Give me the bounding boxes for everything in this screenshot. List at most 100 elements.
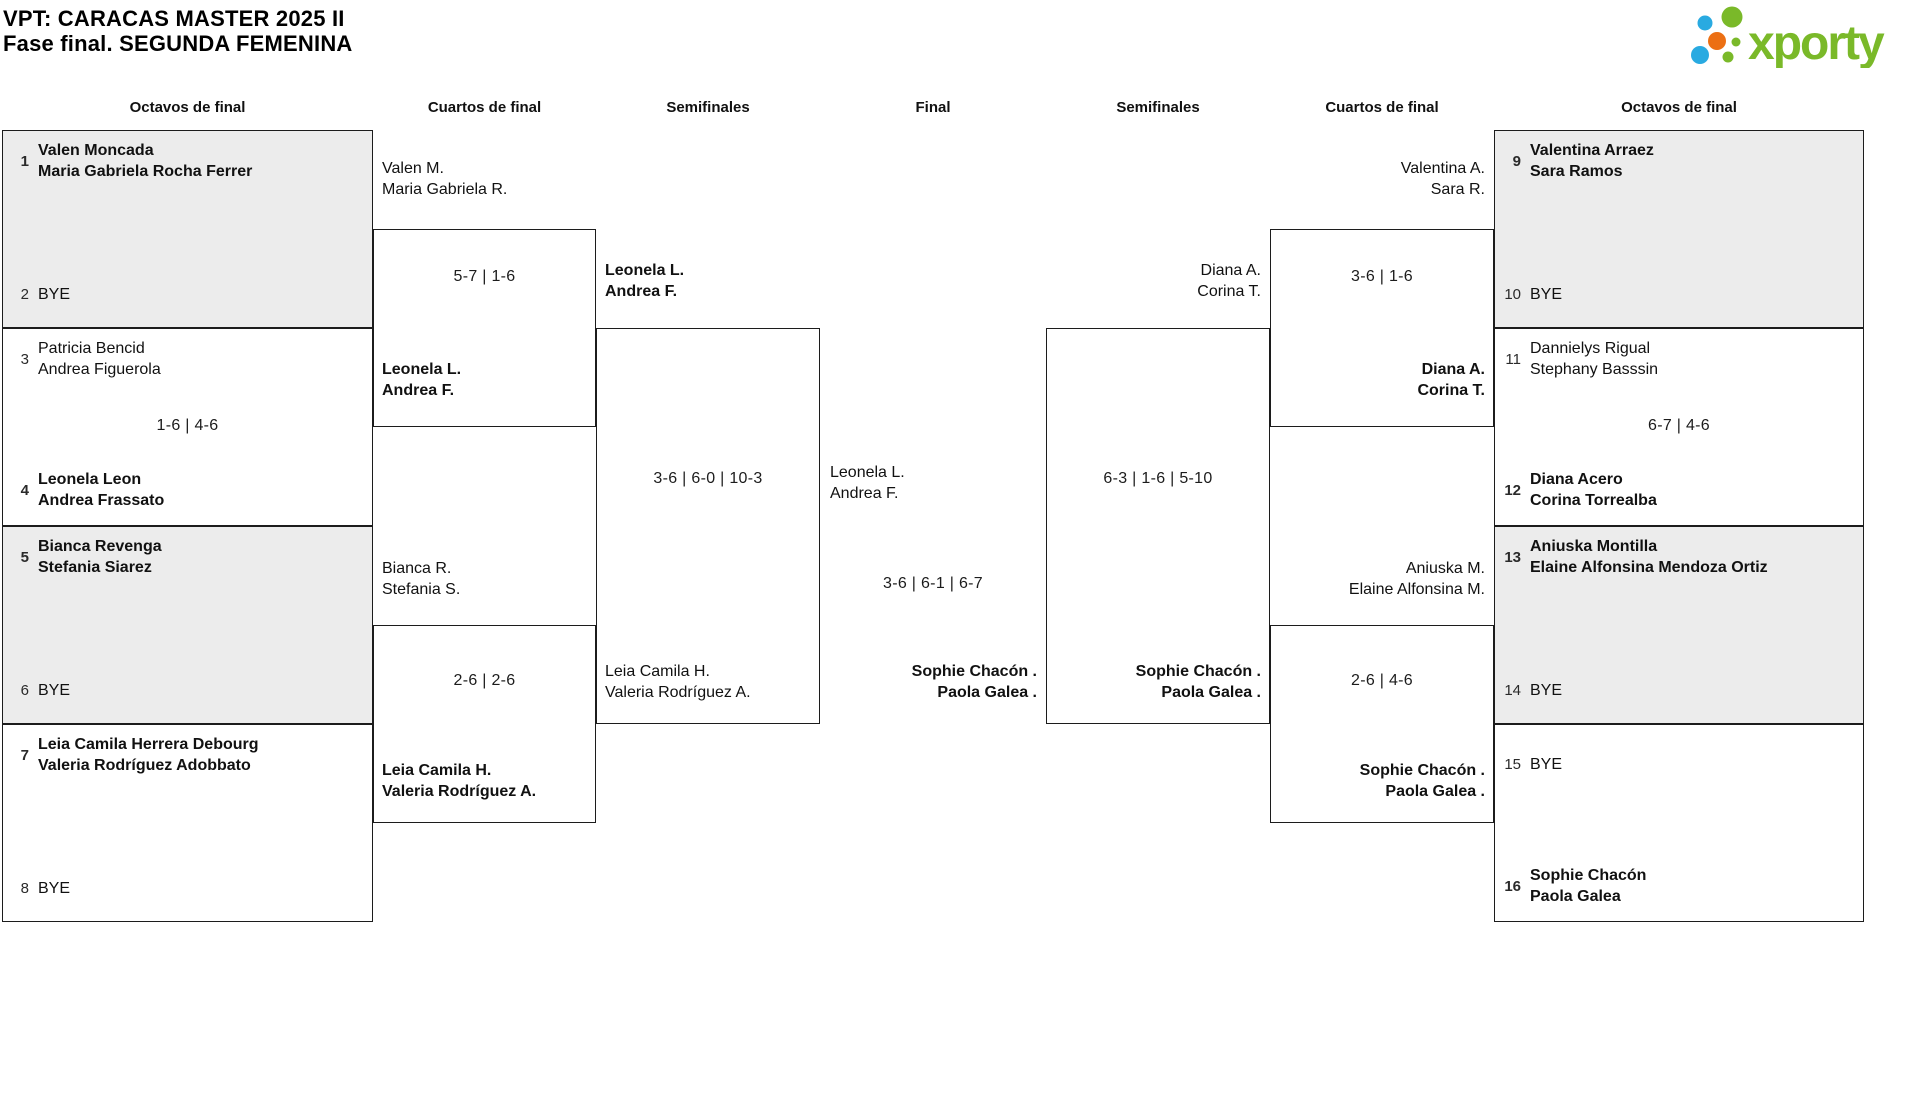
match-score: 2-6 | 4-6 (1351, 672, 1413, 689)
logo-dot (1697, 15, 1713, 31)
bracket-slot-16[interactable]: 16 Sophie Chacón Paola Galea (1500, 865, 1855, 907)
seed-number: 16 (1504, 877, 1521, 895)
round-header-final: Final (915, 99, 951, 116)
match-box-octavos-7-8: 7 Leia Camila Herrera Debourg Valeria Ro… (2, 724, 373, 922)
bracket-slot-11[interactable]: 11 Dannielys Rigual Stephany Basssin (1500, 338, 1855, 380)
bracket-subtitle: Fase final. SEGUNDA FEMENINA (3, 31, 353, 56)
match-score: 6-3 | 1-6 | 5-10 (1103, 470, 1213, 487)
team-names: Diana Acero Corina Torrealba (1530, 471, 1657, 509)
seed-number: 13 (1504, 548, 1521, 566)
match-score: 3-6 | 1-6 (1351, 268, 1413, 285)
match-score: 2-6 | 2-6 (453, 672, 516, 689)
team-names: Patricia Bencid Andrea Figuerola (38, 340, 161, 378)
team-label-qf2-team1[interactable]: Bianca R. Stefania S. (382, 560, 461, 598)
team-names: Aniuska Montilla Elaine Alfonsina Mendoz… (1530, 538, 1768, 576)
match-box-cuartos-left-bottom (373, 625, 596, 823)
match-score: 1-6 | 4-6 (156, 417, 219, 434)
team-label-qf2-winner[interactable]: Leia Camila H. Valeria Rodríguez A. (382, 762, 537, 800)
bracket-slot-14[interactable]: 14 BYE (1500, 680, 1855, 701)
seed-number: 1 (20, 152, 29, 170)
match-box-octavos-5-6: 5 Bianca Revenga Stefania Siarez 6 BYE (2, 526, 373, 724)
match-score: 3-6 | 6-0 | 10-3 (653, 470, 763, 487)
logo-dot (1731, 37, 1741, 47)
bracket-slot-7[interactable]: 7 Leia Camila Herrera Debourg Valeria Ro… (8, 734, 364, 776)
round-header-semis-left: Semifinales (666, 99, 750, 116)
seed-number: 15 (1504, 756, 1521, 773)
team-label-qf3-team1[interactable]: Valentina A. Sara R. (1400, 160, 1485, 198)
seed-number: 10 (1504, 286, 1521, 303)
seed-number: 9 (1512, 152, 1521, 170)
team-label-final-team1[interactable]: Leonela L. Andrea F. (830, 464, 905, 502)
round-header-octavos-right: Octavos de final (1621, 99, 1737, 116)
bracket-slot-10[interactable]: 10 BYE (1500, 284, 1855, 305)
bye-label: BYE (1530, 756, 1563, 773)
match-box-octavos-13-14: 13 Aniuska Montilla Elaine Alfonsina Men… (1494, 526, 1864, 724)
team-label-sfl-team2[interactable]: Leia Camila H. Valeria Rodríguez A. (605, 663, 751, 701)
seed-number: 14 (1504, 682, 1521, 699)
seed-number: 3 (20, 350, 29, 368)
round-header-octavos-left: Octavos de final (129, 99, 246, 116)
logo-text: xporty (1748, 17, 1885, 68)
team-label-sfl-team1[interactable]: Leonela L. Andrea F. (605, 262, 685, 300)
bracket-slot-9[interactable]: 9 Valentina Arraez Sara Ramos (1500, 140, 1855, 182)
bracket-slot-2[interactable]: 2 BYE (8, 284, 364, 305)
match-box-semifinal-left (596, 328, 820, 724)
team-label-final-winner[interactable]: Sophie Chacón . Paola Galea . (911, 663, 1037, 701)
logo-dot (1708, 32, 1726, 50)
seed-number: 12 (1504, 481, 1521, 499)
bye-label: BYE (1530, 682, 1563, 699)
team-label-sfr-team2[interactable]: Sophie Chacón . Paola Galea . (1135, 663, 1261, 701)
bracket-slot-6[interactable]: 6 BYE (8, 680, 364, 701)
round-header-semis-right: Semifinales (1116, 99, 1200, 116)
team-label-qf1-team1[interactable]: Valen M. Maria Gabriela R. (382, 160, 508, 198)
logo-dot (1721, 6, 1743, 28)
seed-number: 4 (20, 481, 29, 499)
seed-number: 6 (20, 682, 29, 699)
match-box-cuartos-left-top (373, 229, 596, 427)
team-label-sfr-team1[interactable]: Diana A. Corina T. (1197, 262, 1261, 300)
seed-number: 7 (20, 746, 29, 764)
round-header-cuartos-left: Cuartos de final (427, 99, 542, 116)
team-label-qf3-winner[interactable]: Diana A. Corina T. (1417, 361, 1485, 399)
match-score-final: 3-6 | 6-1 | 6-7 (883, 575, 983, 592)
seed-number: 8 (20, 880, 29, 897)
team-label-qf4-team1[interactable]: Aniuska M. Elaine Alfonsina M. (1348, 560, 1485, 598)
match-score: 6-7 | 4-6 (1648, 417, 1710, 434)
bracket-slot-15[interactable]: 15 BYE (1500, 754, 1855, 775)
tournament-title: VPT: CARACAS MASTER 2025 II (3, 6, 345, 31)
bracket-slot-8[interactable]: 8 BYE (8, 878, 364, 899)
match-box-octavos-9-10: 9 Valentina Arraez Sara Ramos 10 BYE (1494, 130, 1864, 328)
match-box-octavos-15-16: 15 BYE 16 Sophie Chacón Paola Galea (1494, 724, 1864, 922)
team-names: Leia Camila Herrera Debourg Valeria Rodr… (38, 736, 259, 774)
match-box-octavos-11-12: 11 Dannielys Rigual Stephany Basssin 12 … (1494, 328, 1864, 526)
bracket-slot-5[interactable]: 5 Bianca Revenga Stefania Siarez (8, 536, 364, 578)
bracket-slot-1[interactable]: 1 Valen Moncada Maria Gabriela Rocha Fer… (8, 140, 364, 182)
round-header-cuartos-right: Cuartos de final (1325, 99, 1439, 116)
bracket-slot-4[interactable]: 4 Leonela Leon Andrea Frassato (8, 469, 364, 511)
team-label-qf4-winner[interactable]: Sophie Chacón . Paola Galea . (1359, 762, 1485, 800)
match-score: 5-7 | 1-6 (453, 268, 516, 285)
xporty-logo[interactable]: xporty (1684, 4, 1914, 68)
bye-label: BYE (38, 286, 71, 303)
match-box-cuartos-right-top (1270, 229, 1494, 427)
match-box-semifinal-right (1046, 328, 1270, 724)
seed-number: 2 (20, 286, 29, 303)
bracket-slot-13[interactable]: 13 Aniuska Montilla Elaine Alfonsina Men… (1500, 536, 1855, 578)
bracket-slot-12[interactable]: 12 Diana Acero Corina Torrealba (1500, 469, 1855, 511)
bye-label: BYE (38, 682, 71, 699)
bye-label: BYE (38, 880, 71, 897)
bracket-slot-3[interactable]: 3 Patricia Bencid Andrea Figuerola (8, 338, 364, 380)
match-box-cuartos-right-bottom (1270, 625, 1494, 823)
team-names: Bianca Revenga Stefania Siarez (38, 538, 162, 576)
bye-label: BYE (1530, 286, 1563, 303)
team-names: Valen Moncada Maria Gabriela Rocha Ferre… (38, 142, 253, 180)
team-label-qf1-winner[interactable]: Leonela L. Andrea F. (382, 361, 462, 399)
match-box-octavos-3-4: 3 Patricia Bencid Andrea Figuerola 4 Leo… (2, 328, 373, 526)
seed-number: 11 (1505, 350, 1521, 368)
team-names: Dannielys Rigual Stephany Basssin (1530, 340, 1659, 378)
seed-number: 5 (20, 548, 29, 566)
team-names: Valentina Arraez Sara Ramos (1530, 142, 1654, 180)
logo-dot (1691, 46, 1709, 64)
logo-dot (1722, 51, 1734, 63)
